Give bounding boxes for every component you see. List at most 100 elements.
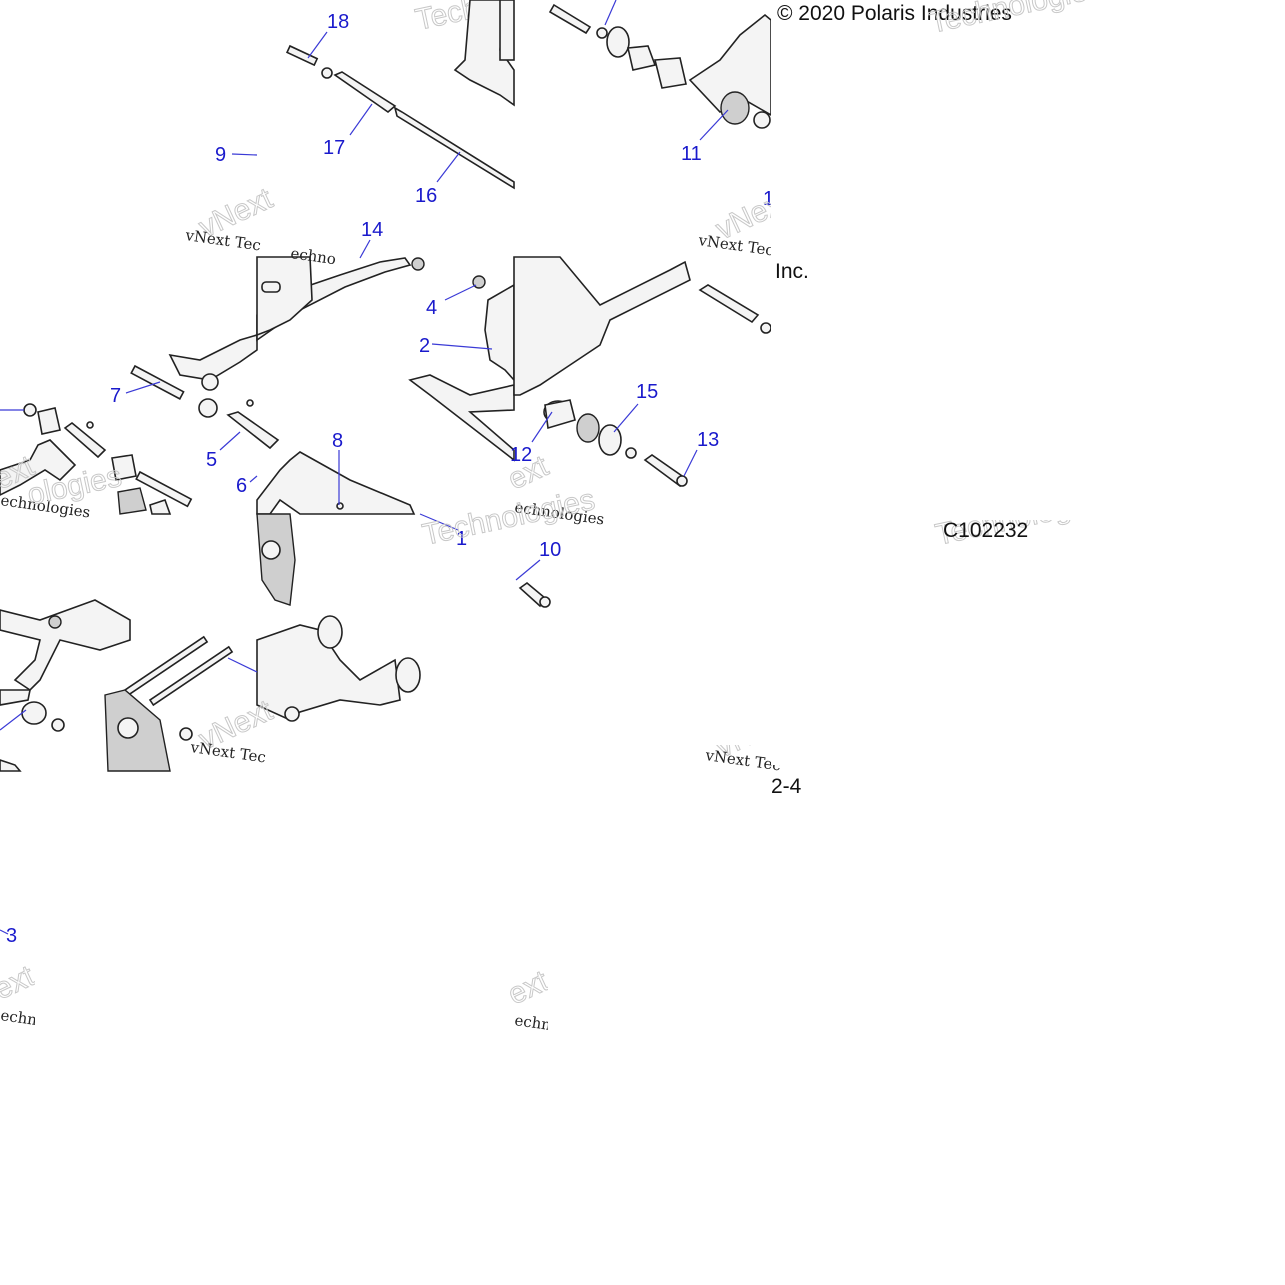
bushing-5 [198, 398, 218, 418]
callout-7: 7 [110, 385, 121, 407]
callout-4: 4 [426, 297, 437, 319]
washer-large-top [606, 26, 630, 58]
sleeve-5 [226, 411, 280, 450]
nut-left-a [23, 403, 37, 417]
leader-10 [515, 559, 541, 581]
long-bolt-a [123, 635, 209, 697]
bushing-bottom-right [395, 657, 421, 693]
leader-13 [683, 449, 698, 477]
pivot-bolt-top [548, 3, 592, 35]
washer-13 [625, 447, 637, 459]
bushing-left-a [37, 407, 61, 435]
leader-16 [436, 151, 461, 183]
watermark-text-2: vNext Tec [696, 231, 775, 260]
bushing-bottom-center [317, 615, 343, 649]
a-arm-lower-center [408, 374, 515, 462]
bolt-10-head [539, 596, 551, 608]
callout-1-top: 1 [763, 188, 774, 210]
mask-right-low [771, 550, 1285, 765]
tile-center [246, 256, 515, 515]
mask-bottom-3 [548, 920, 1285, 1285]
bracket-slot [261, 281, 281, 293]
spacer-left-c [149, 498, 172, 515]
nut-11 [753, 111, 771, 129]
leader-1 [419, 513, 459, 531]
arm-stub-left [0, 689, 31, 706]
leader-7 [125, 381, 161, 394]
shaft-left-a [63, 421, 107, 459]
leader-6 [249, 475, 258, 483]
bushing-left-b [111, 454, 137, 481]
bushing-a [627, 45, 657, 71]
callout-11: 11 [681, 143, 702, 165]
leader-14 [359, 239, 371, 259]
watermark-ghost-9: ext [0, 959, 40, 1006]
a-arm-bottom-left [0, 599, 131, 692]
leader-2 [431, 343, 493, 350]
callout-8: 8 [332, 430, 343, 452]
washer-15 [598, 424, 622, 456]
watermark-text-1: vNext Tec [183, 226, 262, 255]
leader-18 [307, 31, 328, 59]
labels: © 2020 Polaris Industries Inc. C102232 2… [771, 0, 1105, 798]
mask-bottom-4 [0, 1040, 548, 1285]
tile-top-middle: Techn [285, 0, 515, 190]
leader-top-right [604, 0, 617, 26]
bushing-left-c [117, 487, 147, 515]
callout-17: 17 [323, 137, 345, 159]
nut-small-left [86, 421, 94, 429]
callout-3: 3 [6, 925, 17, 947]
bolt-13-head [676, 475, 688, 487]
mask-bottom-2 [35, 920, 505, 1040]
copyright-suffix: Inc. [775, 260, 809, 283]
callouts: 18 17 16 9 11 1 14 4 2 7 5 6 8 1 15 13 1… [6, 11, 774, 947]
callout-10: 10 [539, 539, 561, 561]
leader-5 [219, 431, 241, 451]
sleeve-right [698, 284, 760, 324]
bushing-b [653, 57, 687, 89]
watermark-ghost-10: ext [503, 964, 554, 1011]
callout-18: 18 [327, 11, 349, 33]
plate-hole [117, 717, 139, 739]
fastener-plate [179, 727, 193, 741]
leader-3 [0, 929, 9, 935]
callout-15: 15 [636, 381, 658, 403]
leader-15 [613, 403, 639, 433]
trailing-arm-left [168, 333, 258, 381]
mask-br [514, 615, 771, 745]
bolt-left-b [135, 470, 193, 508]
bushing-7 [201, 373, 219, 391]
bracket-edge-left [0, 759, 22, 772]
leader-11 [699, 109, 729, 141]
tile-bottom-center [256, 513, 421, 722]
nut-left-d [51, 718, 65, 732]
leader-4 [444, 284, 477, 301]
tile-bottom-left [0, 599, 234, 772]
long-bolt-b [148, 645, 234, 707]
washer-small-top [596, 27, 608, 39]
watermark-text-7: vNext Tec [188, 738, 267, 767]
page-ref: 2-4 [771, 775, 802, 798]
tile-top-right [548, 3, 772, 129]
plate-hole-center [261, 540, 281, 560]
tile-bottom-right [518, 581, 551, 608]
bolt-18 [285, 44, 319, 67]
bushing-12-body [544, 399, 576, 430]
callout-16: 16 [415, 185, 437, 207]
nut-8 [336, 502, 344, 510]
shaft-16 [393, 106, 515, 190]
tile-mid-right [513, 256, 772, 488]
callout-1: 1 [456, 528, 467, 550]
nut-14 [411, 257, 425, 271]
callout-14: 14 [361, 219, 383, 241]
bushing-bottom-left [48, 615, 62, 629]
bearing-15 [576, 413, 600, 443]
mask-bottom [0, 800, 1285, 920]
frame-bracket-center [256, 256, 313, 337]
frame-rail-center [484, 283, 515, 383]
watermark-ghost-5: Technologies [420, 483, 598, 552]
bushing-left-d [21, 701, 47, 725]
callout-6: 6 [236, 475, 247, 497]
